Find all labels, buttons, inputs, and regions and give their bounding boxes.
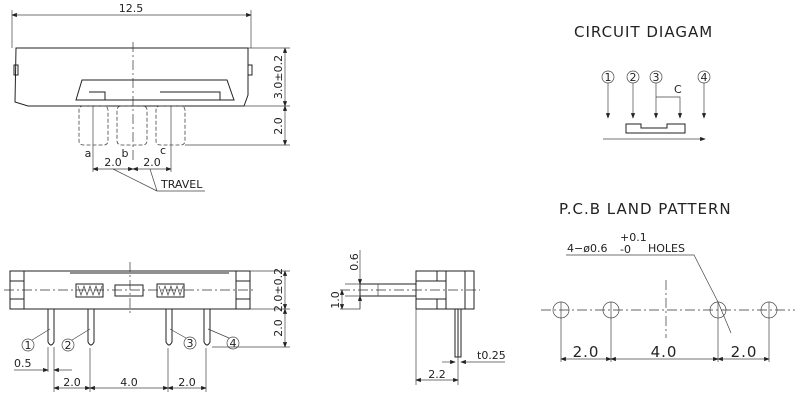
common-label: C — [674, 83, 682, 96]
holes-suffix: HOLES — [648, 242, 685, 255]
position-b: b — [122, 147, 129, 160]
side-view: 0.6 1.0 2.2 t0.25 — [329, 250, 506, 385]
front-view: 1 2 3 4 2.0±0.2 2.0 0.5 2.0 4.0 2.0 — [4, 262, 290, 392]
actuator-dim: 0.6 — [348, 253, 361, 271]
pin-3-label: 3 — [187, 337, 194, 350]
pitch-dim-2: 4.0 — [120, 376, 138, 389]
pcb-pitch-dim-3: 2.0 — [731, 343, 758, 361]
width-dim: 12.5 — [119, 2, 144, 15]
holes-label: 4−ø0.6 — [567, 242, 607, 255]
slider-contact — [625, 123, 686, 134]
travel-dim-2: 2.0 — [143, 156, 161, 169]
terminal-1: 1 — [605, 71, 612, 84]
pcb-pitch-dim-1: 2.0 — [573, 343, 600, 361]
position-a: a — [85, 147, 92, 160]
circuit-title: CIRCUIT DIAGAM — [574, 23, 713, 41]
height-dim: 3.0±0.2 — [272, 55, 285, 99]
depth-dim: 2.2 — [428, 368, 446, 381]
pins — [47, 309, 211, 346]
terminal-3: 3 — [653, 71, 660, 84]
position-c: c — [160, 144, 166, 157]
shaft-dim: 1.0 — [329, 291, 342, 309]
pin-4-label: 4 — [230, 337, 237, 350]
body-height-dim: 2.0±0.2 — [272, 268, 285, 312]
pitch-dim-3: 2.0 — [178, 376, 196, 389]
pcb-title: P.C.B LAND PATTERN — [559, 200, 732, 218]
circuit-diagram: CIRCUIT DIAGAM 1 2 3 4 C — [574, 23, 713, 142]
pcb-land-pattern: P.C.B LAND PATTERN 4−ø0.6 +0.1 -0 HOLES … — [541, 200, 795, 362]
pin-length-dim: 2.0 — [272, 117, 285, 135]
pitch-dim-1: 2.0 — [63, 376, 81, 389]
travel-label: TRAVEL — [160, 178, 203, 191]
pcb-pitch-dim-2: 4.0 — [651, 343, 678, 361]
hole-tol-minus: -0 — [620, 243, 631, 256]
pin-2-label: 2 — [65, 339, 72, 352]
pin-length-dim: 2.0 — [272, 319, 285, 337]
terminal-2: 2 — [630, 71, 637, 84]
top-view: 12.5 3.0±0.2 2.0 a b c 2.0 2.0 TRAVEL — [11, 2, 290, 192]
terminal-4: 4 — [701, 71, 708, 84]
pin-width-dim: 0.5 — [14, 357, 32, 370]
travel-dim-1: 2.0 — [104, 156, 122, 169]
thickness-dim: t0.25 — [477, 349, 506, 362]
pin-1-label: 1 — [25, 339, 32, 352]
hole-tol-plus: +0.1 — [620, 231, 647, 244]
